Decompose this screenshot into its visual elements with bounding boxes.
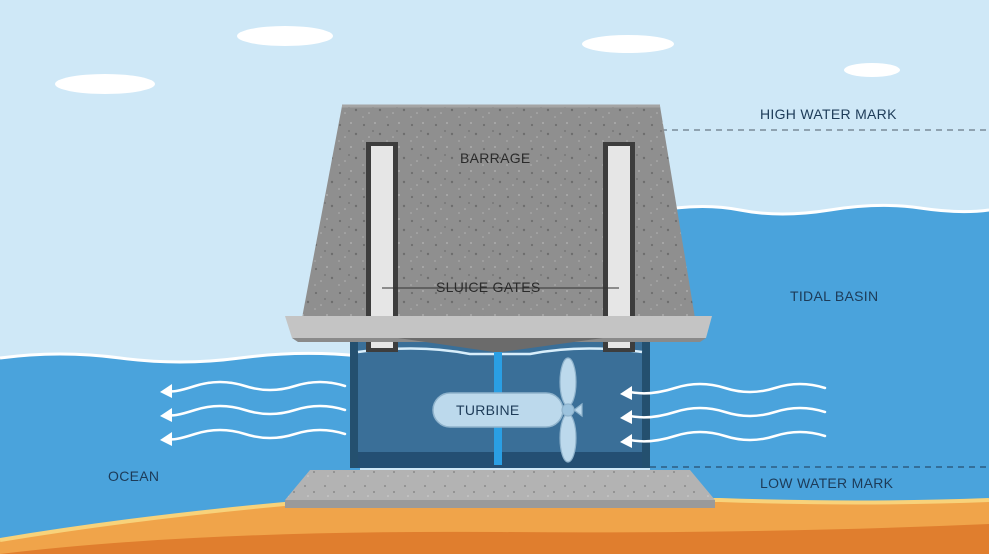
outflow-arrows bbox=[168, 380, 347, 441]
seabed-sand-deep bbox=[0, 524, 989, 554]
ocean-label: OCEAN bbox=[108, 468, 160, 484]
barrage-body bbox=[302, 106, 695, 318]
tidal-basin-surface bbox=[649, 203, 989, 216]
barrage-label: BARRAGE bbox=[460, 150, 531, 166]
turbine-chamber-left-wall bbox=[350, 336, 358, 468]
clouds bbox=[55, 26, 900, 94]
sluice-gate-left[interactable] bbox=[371, 146, 393, 348]
barrage-ledge bbox=[285, 316, 712, 338]
sluice-gate-right[interactable] bbox=[608, 146, 630, 348]
turbine-chamber-right-wall bbox=[642, 336, 650, 468]
sluice-gates-label: SLUICE GATES bbox=[436, 279, 541, 295]
tidal-basin-label: TIDAL BASIN bbox=[790, 288, 879, 304]
turbine-label: TURBINE bbox=[456, 402, 520, 418]
barrage-foundation bbox=[285, 470, 715, 500]
barrage-underside bbox=[398, 338, 603, 352]
inflow-arrowheads bbox=[620, 386, 632, 448]
turbine-blades bbox=[559, 357, 583, 463]
outflow-arrowheads bbox=[160, 384, 172, 446]
inflow-arrows bbox=[628, 382, 827, 443]
low-water-mark-label: LOW WATER MARK bbox=[760, 475, 894, 491]
ocean-surface bbox=[0, 351, 361, 364]
foundation-footer bbox=[285, 500, 715, 508]
high-water-mark-label: HIGH WATER MARK bbox=[760, 106, 897, 122]
